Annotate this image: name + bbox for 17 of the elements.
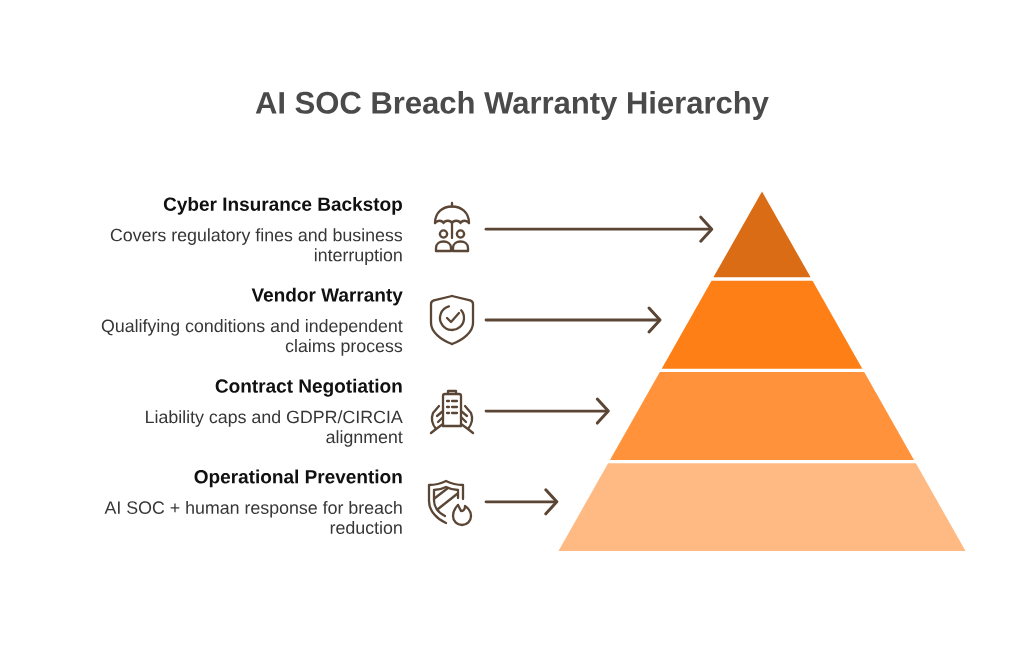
item-heading: Contract Negotiation	[215, 378, 402, 397]
item-heading: Operational Prevention	[194, 469, 402, 488]
item-heading: Cyber Insurance Backstop	[163, 196, 402, 215]
pyramid-tier	[661, 280, 863, 369]
arrow	[484, 215, 714, 243]
item-description: Qualifying conditions and independent claims process	[101, 319, 403, 356]
arrow	[484, 306, 662, 334]
pyramid-tier	[558, 463, 966, 551]
pyramid-tier	[713, 191, 811, 278]
title: AI SOC Breach Warranty Hierarchy	[255, 91, 769, 120]
pyramid-tier	[610, 372, 914, 460]
item-description: Liability caps and GDPR/CIRCIA alignment	[146, 410, 403, 447]
item-description: Covers regulatory fines and business interruption	[110, 228, 403, 265]
arrow	[484, 488, 559, 516]
arrow	[484, 397, 610, 425]
item-heading: Vendor Warranty	[251, 287, 403, 306]
item-description: AI SOC + human response for breach reduction	[104, 500, 402, 534]
